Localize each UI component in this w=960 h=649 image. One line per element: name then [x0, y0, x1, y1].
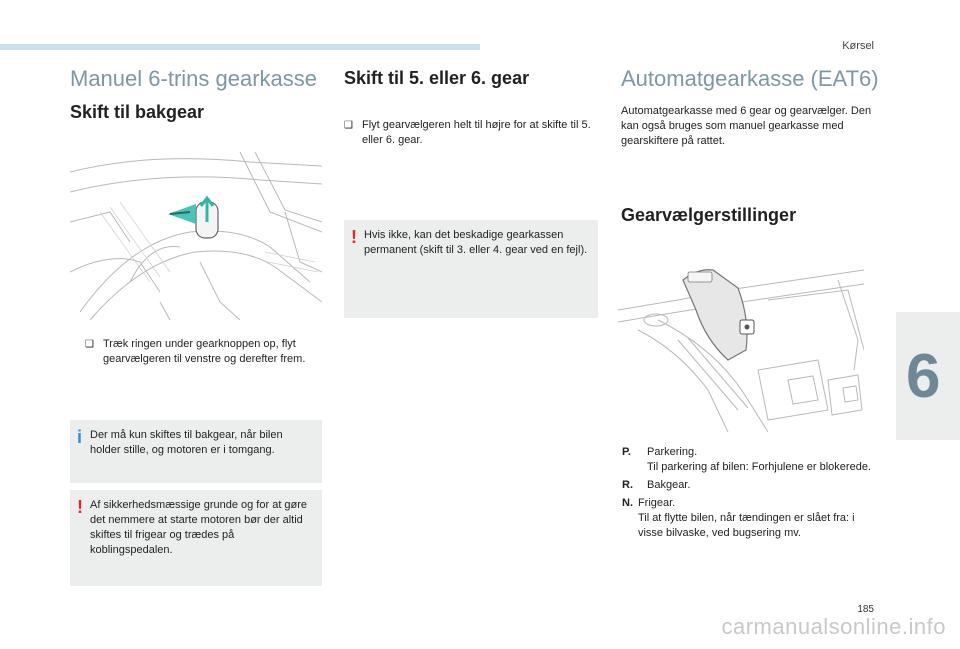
automatic-gearbox-intro: Automatgearkasse med 6 gear og gearvælge…: [621, 105, 872, 148]
gear-position-r-label: Bakgear.: [647, 479, 691, 491]
gear-position-p-description: Til parkering af bilen: Forhjulene er bl…: [647, 461, 871, 473]
gear-5-6-instruction-text: Flyt gearvælgeren helt til højre for at …: [362, 119, 591, 146]
automatic-gear-selector-illustration: [618, 269, 864, 432]
warning-note-text: Af sikkerhedsmæssige grunde og for at gø…: [90, 499, 308, 556]
chapter-tab: 6: [896, 312, 960, 440]
watermark-link[interactable]: carmanualsonline.info: [721, 614, 946, 639]
page-number: 185: [857, 604, 874, 615]
warning-note-gearbox-text: Hvis ikke, kan det beskadige gearkassen …: [364, 229, 588, 256]
gear-position-n-label: Frigear.: [637, 497, 676, 509]
gear-5-6-heading: Skift til 5. eller 6. gear: [344, 68, 530, 88]
checkbox-bullet-icon: ❑: [85, 339, 94, 350]
gear-position-n-description: Til at flytte bilen, når tændingen er sl…: [637, 512, 855, 539]
gear-5-6-instruction: ❑ Flyt gearvælgeren helt til højre for a…: [344, 118, 594, 148]
reverse-gear-instruction: ❑ Træk ringen under gearknoppen op, flyt…: [85, 337, 320, 367]
warning-note-gearbox: ! Hvis ikke, kan det beskadige gearkasse…: [344, 220, 598, 318]
gear-position-p-label: Parkering.: [647, 446, 698, 458]
gear-position-p: P. Parkering. Til parkering af bilen: Fo…: [622, 445, 882, 475]
gear-positions-list: P. Parkering. Til parkering af bilen: Fo…: [622, 445, 882, 544]
manual-gearbox-title: Manuel 6-trins gearkasse: [70, 66, 318, 91]
gear-position-p-key: P.: [622, 446, 631, 458]
right-column: Automatgearkasse (EAT6) Automatgearkasse…: [621, 66, 883, 227]
section-label: Kørsel: [842, 40, 874, 52]
warning-icon: !: [77, 497, 83, 517]
info-note: i Der må kun skiftes til bakgear, når bi…: [70, 420, 322, 483]
info-icon: i: [77, 427, 83, 447]
automatic-gearbox-title: Automatgearkasse (EAT6): [621, 66, 879, 91]
warning-note: ! Af sikkerhedsmæssige grunde og for at …: [70, 490, 322, 586]
left-column: Manuel 6-trins gearkasse Skift til bakge…: [70, 66, 330, 124]
reverse-gear-instruction-text: Træk ringen under gearknoppen op, flyt g…: [103, 338, 306, 365]
gear-position-n-key: N.: [622, 497, 633, 509]
gear-position-r: R. Bakgear.: [622, 478, 882, 493]
warning-icon: !: [351, 227, 357, 247]
selector-positions-heading: Gearvælgerstillinger: [621, 205, 797, 226]
header-accent-bar: [0, 44, 480, 50]
info-note-text: Der må kun skiftes til bakgear, når bile…: [90, 429, 283, 456]
chapter-number: 6: [906, 341, 941, 411]
reverse-gear-heading: Skift til bakgear: [70, 102, 205, 123]
manual-gear-lever-illustration: [70, 152, 322, 321]
gear-position-r-key: R.: [622, 479, 633, 491]
gear-position-n: N. Frigear. Til at flytte bilen, når tæn…: [622, 496, 882, 541]
checkbox-bullet-icon: ❑: [344, 120, 353, 131]
middle-column: Skift til 5. eller 6. gear: [344, 68, 599, 90]
